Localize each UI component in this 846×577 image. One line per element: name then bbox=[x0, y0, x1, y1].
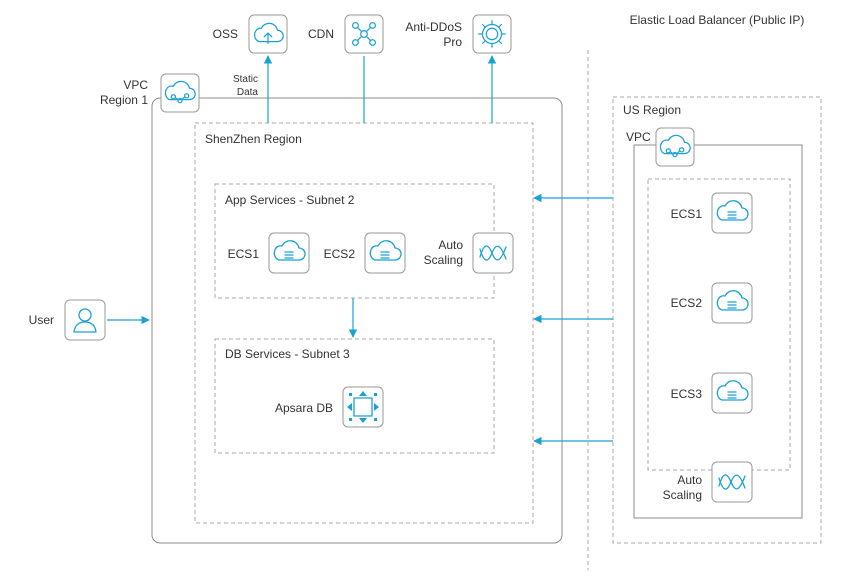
anti-ddos-label-line1: Anti-DDoS bbox=[405, 20, 462, 34]
ecs2-label: ECS2 bbox=[324, 247, 356, 261]
us-region-label: US Region bbox=[623, 103, 681, 117]
apsara-db-label: Apsara DB bbox=[275, 401, 333, 415]
us-auto-scaling-label-line1: Auto bbox=[677, 473, 702, 487]
us-vpc-container bbox=[633, 144, 803, 519]
vpc-region-1-container bbox=[151, 97, 563, 544]
ecs1-label: ECS1 bbox=[228, 247, 260, 261]
us-ecs2-label: ECS2 bbox=[671, 296, 703, 310]
auto-scaling-label-line1: Auto bbox=[438, 238, 463, 252]
us-auto-scaling-node: Auto Scaling bbox=[663, 461, 753, 503]
db-subnet-container bbox=[214, 338, 495, 454]
oss-label: OSS bbox=[213, 27, 238, 41]
oss-node: OSS bbox=[213, 14, 288, 54]
us-vpc-label: VPC bbox=[626, 130, 651, 144]
us-auto-scaling-label-line2: Scaling bbox=[663, 488, 702, 502]
ecs1-node: ECS1 bbox=[228, 232, 310, 274]
user-label: User bbox=[29, 313, 54, 327]
cdn-label: CDN bbox=[308, 27, 334, 41]
auto-scaling-node: Auto Scaling bbox=[424, 232, 514, 274]
user-node: User bbox=[29, 299, 106, 341]
us-ecs1-label: ECS1 bbox=[671, 207, 703, 221]
us-region-container bbox=[612, 96, 822, 544]
shenzhen-region-label: ShenZhen Region bbox=[205, 132, 302, 146]
vpc-region-1-node: VPC Region 1 bbox=[100, 73, 200, 113]
us-ecs1-node: ECS1 bbox=[671, 192, 753, 234]
apsara-db-node: Apsara DB bbox=[275, 386, 384, 428]
static-data-label-line1: Static bbox=[233, 74, 258, 85]
us-ecs2-node: ECS2 bbox=[671, 282, 753, 324]
static-data-label-line2: Data bbox=[237, 87, 259, 98]
vpc-region-label-line2: Region 1 bbox=[100, 93, 148, 107]
app-subnet-label: App Services - Subnet 2 bbox=[225, 193, 355, 207]
anti-ddos-label-line2: Pro bbox=[443, 35, 462, 49]
auto-scaling-label-line2: Scaling bbox=[424, 253, 463, 267]
us-ecs3-node: ECS3 bbox=[671, 372, 753, 414]
elb-label: Elastic Load Balancer (Public IP) bbox=[630, 13, 805, 27]
anti-ddos-node: Anti-DDoS Pro bbox=[405, 14, 512, 54]
us-ecs3-label: ECS3 bbox=[671, 387, 703, 401]
vpc-region-label-line1: VPC bbox=[123, 78, 148, 92]
db-subnet-label: DB Services - Subnet 3 bbox=[225, 347, 350, 361]
ecs2-node: ECS2 bbox=[324, 232, 406, 274]
us-vpc-node: VPC bbox=[626, 127, 695, 167]
cdn-node: CDN bbox=[308, 14, 384, 54]
shenzhen-region-container bbox=[194, 122, 534, 524]
